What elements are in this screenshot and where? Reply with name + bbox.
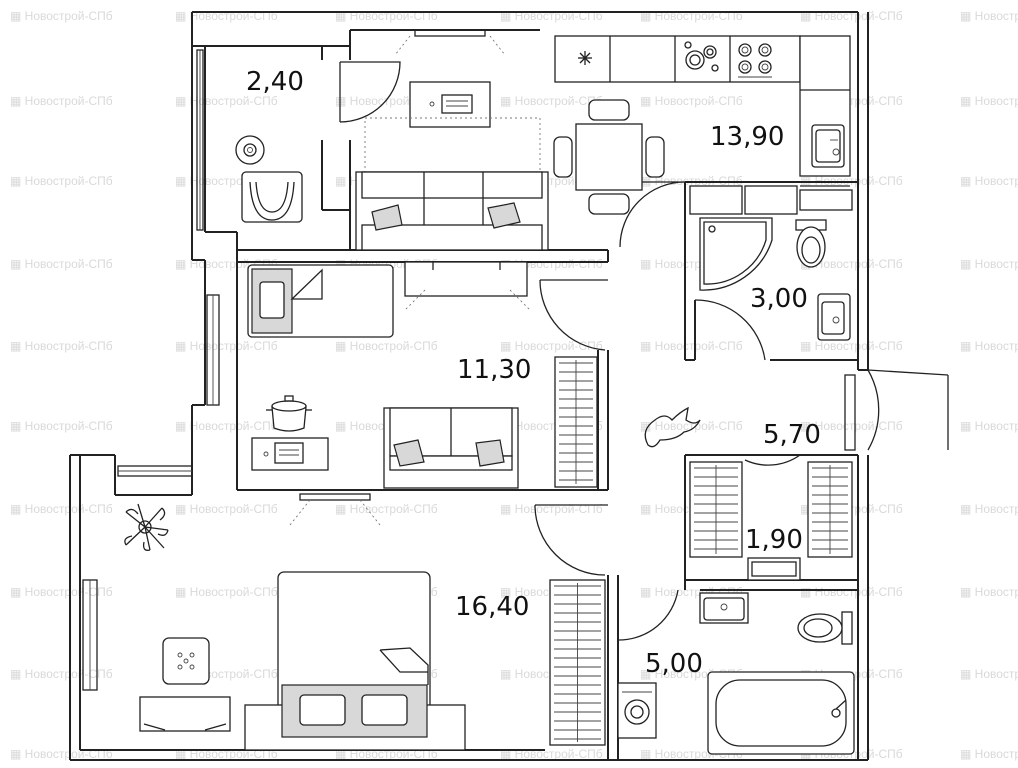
dining-table: [553, 99, 665, 215]
watermark-text: ▦ Новострой-СПб: [335, 339, 438, 353]
bed-icon: [244, 571, 466, 751]
watermark-text: ▦ Новострой-СПб: [175, 585, 278, 599]
tv-unit: [404, 261, 531, 311]
area-label-hall: 5,70: [763, 420, 821, 450]
watermark-text: ▦ Новострой-СПб: [960, 9, 1018, 23]
watermark-text: ▦ Новострой-СПб: [175, 502, 278, 516]
bathtub-icon: [707, 671, 855, 755]
watermark-text: ▦ Новострой-СПб: [960, 339, 1018, 353]
watermark-text: ▦ Новострой-СПб: [800, 585, 903, 599]
watermark-text: ▦ Новострой-СПб: [10, 502, 113, 516]
washing-machine-icon: [617, 682, 657, 739]
sofa-icon: [355, 171, 549, 251]
watermark-text: ▦ Новострой-СПб: [10, 339, 113, 353]
watermark-text: ▦ Новострой-СПб: [10, 667, 113, 681]
laptop-icon: [409, 81, 491, 128]
watermark-text: ▦ Новострой-СПб: [335, 502, 438, 516]
watermark-text: ▦ Новострой-СПб: [960, 94, 1018, 108]
cooking-pot-icon: [266, 395, 312, 432]
watermark-text: ▦ Новострой-СПб: [960, 174, 1018, 188]
area-label-closet: 1,90: [745, 525, 803, 555]
watermark-text: ▦ Новострой-СПб: [960, 667, 1018, 681]
watermark-text: ▦ Новострой-СПб: [500, 94, 603, 108]
watermark-text: ▦ Новострой-СПб: [10, 585, 113, 599]
watermark-text: ▦ Новострой-СПб: [640, 339, 743, 353]
watermark-text: ▦ Новострой-СПб: [640, 419, 743, 433]
watermark-text: ▦ Новострой-СПб: [500, 502, 603, 516]
windows: [82, 29, 856, 691]
area-label-bedroom: 16,40: [455, 592, 529, 622]
watermark-text: ▦ Новострой-СПб: [175, 419, 278, 433]
area-labels: 2,40 13,90 3,00 11,30 5,70 1,90 16,40 5,…: [246, 67, 821, 679]
doors: [339, 61, 949, 641]
desk: [139, 696, 231, 732]
sink-icon: [811, 124, 845, 168]
sofa-icon: [383, 407, 519, 489]
window-light: [289, 35, 506, 526]
area-label-bathroom: 3,00: [750, 284, 808, 314]
watermark-layer: ▦ Новострой-СПб ▦ Новострой-СПб ▦ Новостро…: [10, 9, 1018, 761]
sink-icon: [817, 293, 851, 341]
watermark-text: ▦ Новострой-СПб: [960, 747, 1018, 761]
toilet-icon: [795, 219, 827, 268]
watermark-text: ▦ Новострой-СПб: [960, 419, 1018, 433]
cat-icon: [644, 406, 701, 448]
sink-icon: [699, 592, 749, 624]
shower-icon: [699, 217, 773, 291]
watermark-text: ▦ Новострой-СПб: [175, 94, 278, 108]
watermark-text: ▦ Новострой-СПб: [10, 9, 113, 23]
watermark-text: ▦ Новострой-СПб: [960, 502, 1018, 516]
watermark-text: ▦ Новострой-СПб: [640, 94, 743, 108]
armchair-icon: [241, 171, 303, 223]
watermark-text: ▦ Новострой-СПб: [10, 419, 113, 433]
area-label-bathroom-2: 5,00: [645, 649, 703, 679]
watermark-text: ▦ Новострой-СПб: [10, 94, 113, 108]
plant-icon: [124, 503, 169, 551]
area-label-balcony: 2,40: [246, 67, 304, 97]
area-label-kitchen-living: 13,90: [710, 122, 784, 152]
balcony-furniture: [235, 135, 265, 165]
stove-icon: [738, 43, 772, 78]
watermark-text: ▦ Новострой-СПб: [800, 339, 903, 353]
watermark-text: ▦ Новострой-СПб: [800, 257, 903, 271]
watermark-text: ▦ Новострой-СПб: [960, 257, 1018, 271]
wardrobe: [554, 356, 598, 488]
wardrobe: [549, 579, 606, 746]
bed-icon: [247, 264, 394, 338]
dishes-icon: [684, 41, 719, 72]
snowflake-icon: [578, 51, 592, 65]
bathroom-cabinets: [689, 185, 853, 215]
closet-shelves: [689, 461, 853, 581]
cooking-pot-icon: [162, 637, 210, 685]
watermark-text: ▦ Новострой-СПб: [960, 585, 1018, 599]
watermark-text: ▦ Новострой-СПб: [800, 419, 903, 433]
laptop-icon: [251, 437, 329, 471]
watermark-text: ▦ Новострой-СПб: [175, 339, 278, 353]
toilet-icon: [797, 611, 853, 645]
watermark-text: ▦ Новострой-СПб: [10, 257, 113, 271]
watermark-text: ▦ Новострой-СПб: [10, 174, 113, 188]
area-label-room: 11,30: [457, 355, 531, 385]
